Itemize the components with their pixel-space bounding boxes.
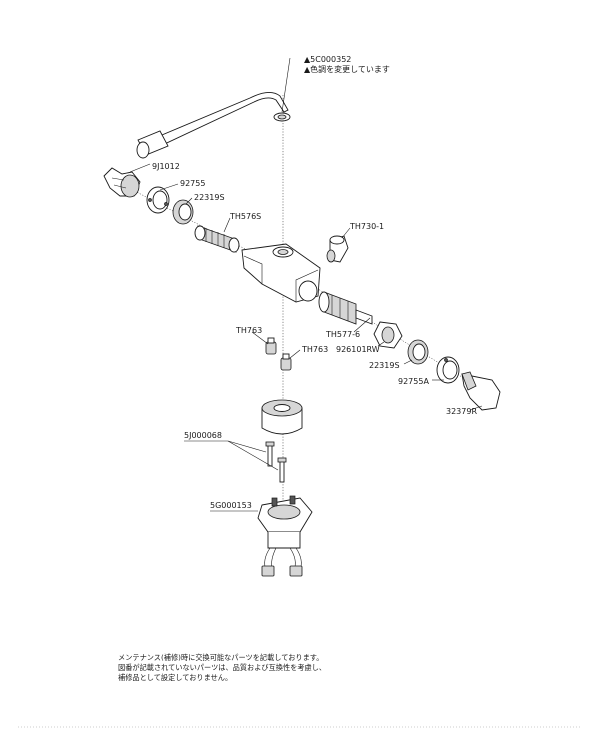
label-22319s-right: 22319S [369, 361, 400, 370]
leader-32379r [469, 405, 483, 411]
label-926101rw: 926101RW [336, 345, 380, 354]
part-number-5c000352: ▲5C000352 [304, 55, 351, 64]
leader-92755 [159, 183, 179, 191]
nut-926101rw [373, 321, 403, 349]
label-th577-6: TH577-6 [325, 330, 360, 339]
leader-926101rw [377, 341, 385, 347]
label-5j000068: 5J000068 [184, 431, 222, 440]
ring-92755a [436, 356, 460, 384]
leader-th730-1 [341, 227, 351, 239]
bolts-5j000068 [265, 441, 287, 483]
leader-th576s [223, 217, 231, 233]
leader-5c000352 [281, 57, 291, 113]
color-change-note: ▲色調を変更しています [304, 64, 390, 74]
check-valve-th763-left [265, 337, 277, 355]
mixer-body [241, 243, 321, 303]
leader-th763-left [251, 331, 269, 345]
handle-cap-9j1012 [103, 167, 141, 198]
label-32379r: 32379R [446, 407, 477, 416]
label-th763-right: TH763 [301, 345, 328, 354]
cartridge-th576s [194, 225, 240, 253]
spout-part [136, 92, 291, 159]
label-th730-1: TH730-1 [349, 222, 384, 231]
cartridge-th577-6 [318, 291, 373, 325]
label-92755: 92755 [180, 179, 205, 188]
maintenance-note-line-2: 図番が記載されていないパーツは、品質および互換性を考慮し、 [118, 663, 326, 672]
leader-9j1012 [129, 163, 151, 173]
label-5g000153: 5G000153 [210, 501, 252, 510]
maintenance-note-line-1: メンテナンス(補修)時に交換可能なパーツを記載しております。 [118, 653, 323, 662]
leader-22319s-top [185, 197, 193, 205]
elbow-th730-1 [326, 235, 349, 263]
nut-22319s-left [172, 199, 194, 225]
supply-hoses [261, 547, 303, 577]
maintenance-note-line-3: 補修品として設定しておりません。 [118, 673, 232, 682]
handle-32379r [461, 371, 501, 411]
leader-22319s-right [403, 359, 413, 365]
leader-5j000068-b [227, 440, 279, 471]
nut-22319s-right [407, 339, 429, 365]
label-22319s-top: 22319S [194, 193, 225, 202]
leader-5j000068-a [227, 440, 267, 453]
label-9j1012: 9J1012 [152, 162, 180, 171]
mounting-base-5g000153 [257, 495, 313, 549]
base-cover [261, 399, 303, 435]
ring-92755 [146, 186, 170, 214]
leader-th763-right [289, 349, 301, 359]
check-valve-th763-right [280, 353, 292, 371]
label-th763-left: TH763 [235, 326, 262, 335]
leader-th577-6 [353, 317, 371, 333]
label-92755a: 92755A [398, 377, 429, 386]
label-th576s: TH576S [229, 212, 261, 221]
